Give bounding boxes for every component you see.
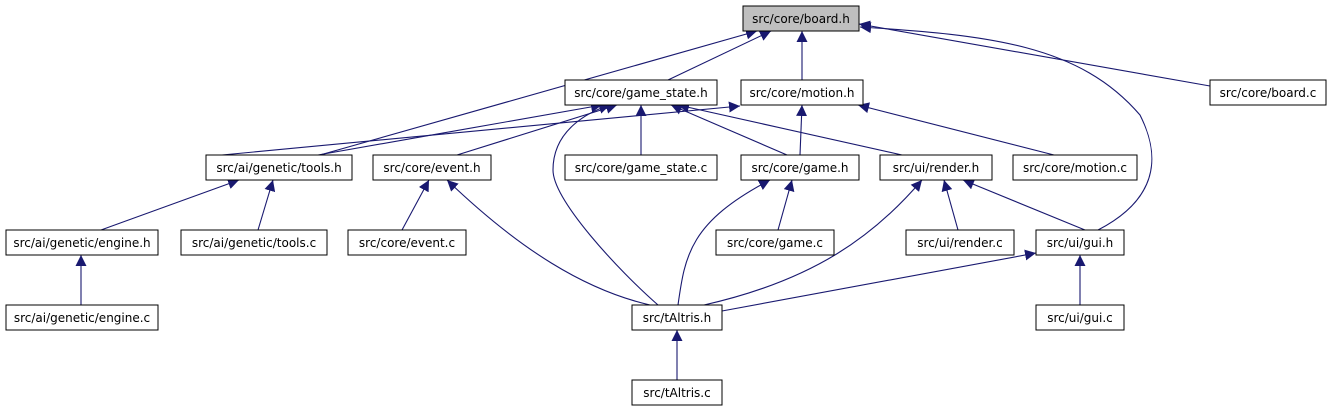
node-board-h[interactable]: src/core/board.h: [742, 5, 860, 32]
edge-render_h-to-game_state_h: [677, 102, 903, 156]
node-game-state-h[interactable]: src/core/game_state.h: [564, 79, 718, 106]
node-label: src/ui/render.h: [893, 161, 979, 175]
node-label: src/ai/genetic/engine.c: [14, 311, 150, 325]
node-engine-h[interactable]: src/ai/genetic/engine.h: [5, 229, 159, 256]
node-render-c[interactable]: src/ui/render.c: [905, 229, 1015, 256]
edge-game_h-to-motion_h: [796, 104, 808, 156]
node-box: [1209, 79, 1327, 106]
node-tools-c[interactable]: src/ai/genetic/tools.c: [180, 229, 328, 256]
node-box: [180, 229, 328, 256]
node-engine-c[interactable]: src/ai/genetic/engine.c: [5, 304, 159, 331]
node-gui-c[interactable]: src/ui/gui.c: [1035, 304, 1125, 331]
node-game-state-c[interactable]: src/core/game_state.c: [564, 154, 718, 181]
edge-game_h-to-game_state_h: [670, 104, 788, 156]
node-event-h[interactable]: src/core/event.h: [372, 154, 492, 181]
edge-tools_h-to-motion_h: [221, 101, 741, 156]
node-box: [564, 154, 718, 181]
node-taltris-c[interactable]: src/tAltris.c: [631, 379, 723, 406]
node-box: [631, 379, 723, 406]
node-box: [742, 5, 860, 32]
node-box: [631, 304, 723, 331]
node-label: src/core/game_state.h: [574, 86, 707, 100]
edge-gui_h-to-board_h: [859, 22, 1153, 231]
node-label: src/core/game.h: [751, 161, 848, 175]
node-box: [1012, 154, 1138, 181]
node-box: [564, 79, 718, 106]
node-box: [1035, 304, 1125, 331]
edge-tools_h-to-board_h: [319, 28, 758, 156]
node-label: src/ui/gui.h: [1047, 236, 1114, 250]
edge-taltris_h-to-gui_h: [721, 249, 1037, 312]
node-box: [740, 79, 864, 106]
edge-render_c-to-render_h: [941, 179, 959, 231]
node-motion-c[interactable]: src/core/motion.c: [1012, 154, 1138, 181]
node-event-c[interactable]: src/core/event.c: [347, 229, 467, 256]
node-motion-h[interactable]: src/core/motion.h: [740, 79, 864, 106]
node-box: [1035, 229, 1125, 256]
node-label: src/core/event.c: [359, 236, 455, 250]
edge-tools_h-to-game_state_h: [317, 101, 603, 156]
node-tools-h[interactable]: src/ai/genetic/tools.h: [205, 154, 353, 181]
node-label: src/core/game.c: [727, 236, 823, 250]
edge-board_c-to-board_h: [858, 20, 1211, 87]
edges-layer: [75, 20, 1211, 380]
node-render-h[interactable]: src/ui/render.h: [879, 154, 993, 181]
node-game-c[interactable]: src/core/game.c: [715, 229, 835, 256]
node-label: src/core/board.c: [1220, 86, 1317, 100]
node-taltris-h[interactable]: src/tAltris.h: [631, 304, 723, 331]
node-gui-h[interactable]: src/ui/gui.h: [1035, 229, 1125, 256]
node-label: src/tAltris.c: [643, 386, 710, 400]
edge-tools_c-to-tools_h: [257, 179, 276, 231]
node-label: src/core/motion.c: [1023, 161, 1127, 175]
edge-taltris_h-to-game_state_h: [552, 103, 659, 306]
node-label: src/tAltris.h: [643, 311, 711, 325]
node-label: src/ai/genetic/engine.h: [13, 236, 150, 250]
edge-taltris_h-to-game_h: [677, 179, 771, 306]
edge-gui_h-to-render_h: [962, 179, 1086, 231]
node-box: [715, 229, 835, 256]
node-box: [372, 154, 492, 181]
node-label: src/ai/genetic/tools.h: [216, 161, 341, 175]
node-box: [205, 154, 353, 181]
node-game-h[interactable]: src/core/game.h: [740, 154, 860, 181]
node-label: src/core/game_state.c: [575, 161, 707, 175]
node-label: src/ui/gui.c: [1047, 311, 1113, 325]
edge-engine_h-to-tools_h: [100, 178, 240, 231]
edge-event_c-to-event_h: [401, 179, 430, 231]
node-box: [5, 304, 159, 331]
node-label: src/core/board.h: [752, 12, 850, 26]
node-box: [905, 229, 1015, 256]
node-label: src/core/event.h: [383, 161, 480, 175]
node-label: src/core/motion.h: [749, 86, 854, 100]
node-label: src/ui/render.c: [917, 236, 1002, 250]
edge-game_state_h-to-board_h: [667, 30, 772, 81]
node-box: [740, 154, 860, 181]
node-box: [5, 229, 159, 256]
node-box: [879, 154, 993, 181]
edge-motion_c-to-motion_h: [857, 102, 1055, 156]
edge-taltris_h-to-event_h: [446, 179, 651, 306]
edge-game_c-to-game_h: [777, 179, 795, 231]
edge-taltris_h-to-render_h: [703, 179, 923, 306]
node-label: src/ai/genetic/tools.c: [192, 236, 316, 250]
node-board-c[interactable]: src/core/board.c: [1209, 79, 1327, 106]
node-box: [347, 229, 467, 256]
